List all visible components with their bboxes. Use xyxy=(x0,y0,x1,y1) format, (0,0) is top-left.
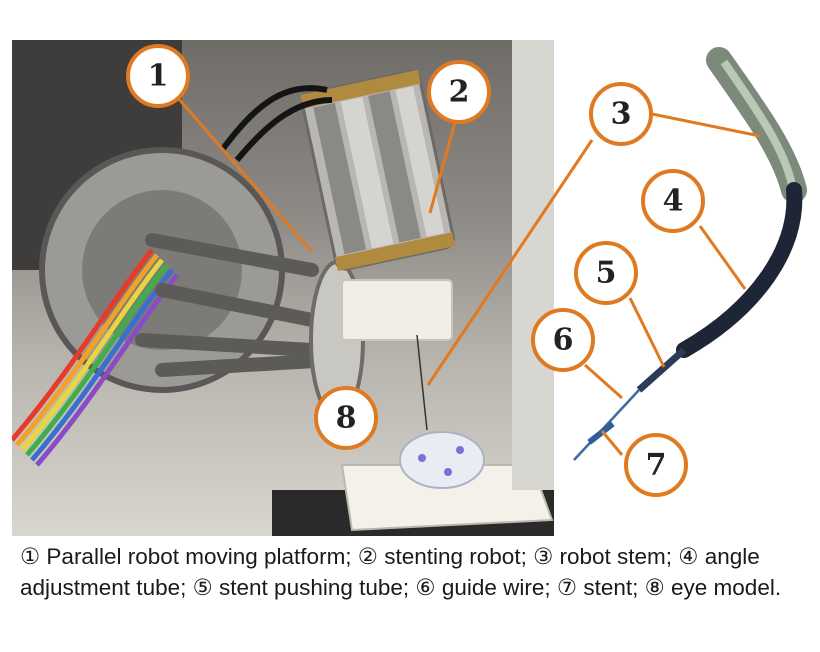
robot-cables xyxy=(219,85,328,152)
svg-text:6: 6 xyxy=(553,323,574,358)
figure-caption: ① Parallel robot moving platform; ② sten… xyxy=(20,544,782,600)
svg-text:3: 3 xyxy=(611,97,632,132)
svg-text:4: 4 xyxy=(663,184,684,219)
callout-3: 3 xyxy=(589,82,653,146)
stent-pushing-tube xyxy=(636,347,687,393)
mount-block xyxy=(341,279,453,341)
robot-stem-wire xyxy=(416,334,428,431)
callout-2: 2 xyxy=(427,60,491,124)
callout-5: 5 xyxy=(574,241,638,305)
callout-1: 1 xyxy=(126,44,190,108)
callout-overlay: 1 2 3 4 5 6 7 8 xyxy=(126,44,761,497)
svg-text:7: 7 xyxy=(646,448,667,483)
stent xyxy=(587,421,615,445)
closeup-illustration xyxy=(573,47,807,461)
callout-7: 7 xyxy=(624,433,688,497)
background-wall xyxy=(512,40,554,490)
stenting-robot xyxy=(300,69,456,271)
eye-model xyxy=(399,431,485,489)
svg-text:8: 8 xyxy=(336,401,357,436)
robot-legs xyxy=(135,233,339,377)
angle-adjustment-tube xyxy=(676,182,803,358)
callout-6: 6 xyxy=(531,308,595,372)
svg-text:5: 5 xyxy=(596,256,617,291)
svg-text:2: 2 xyxy=(449,75,470,110)
callout-arrows xyxy=(176,97,761,456)
callout-8: 8 xyxy=(314,386,378,450)
callout-4: 4 xyxy=(641,169,705,233)
svg-text:1: 1 xyxy=(148,59,169,94)
